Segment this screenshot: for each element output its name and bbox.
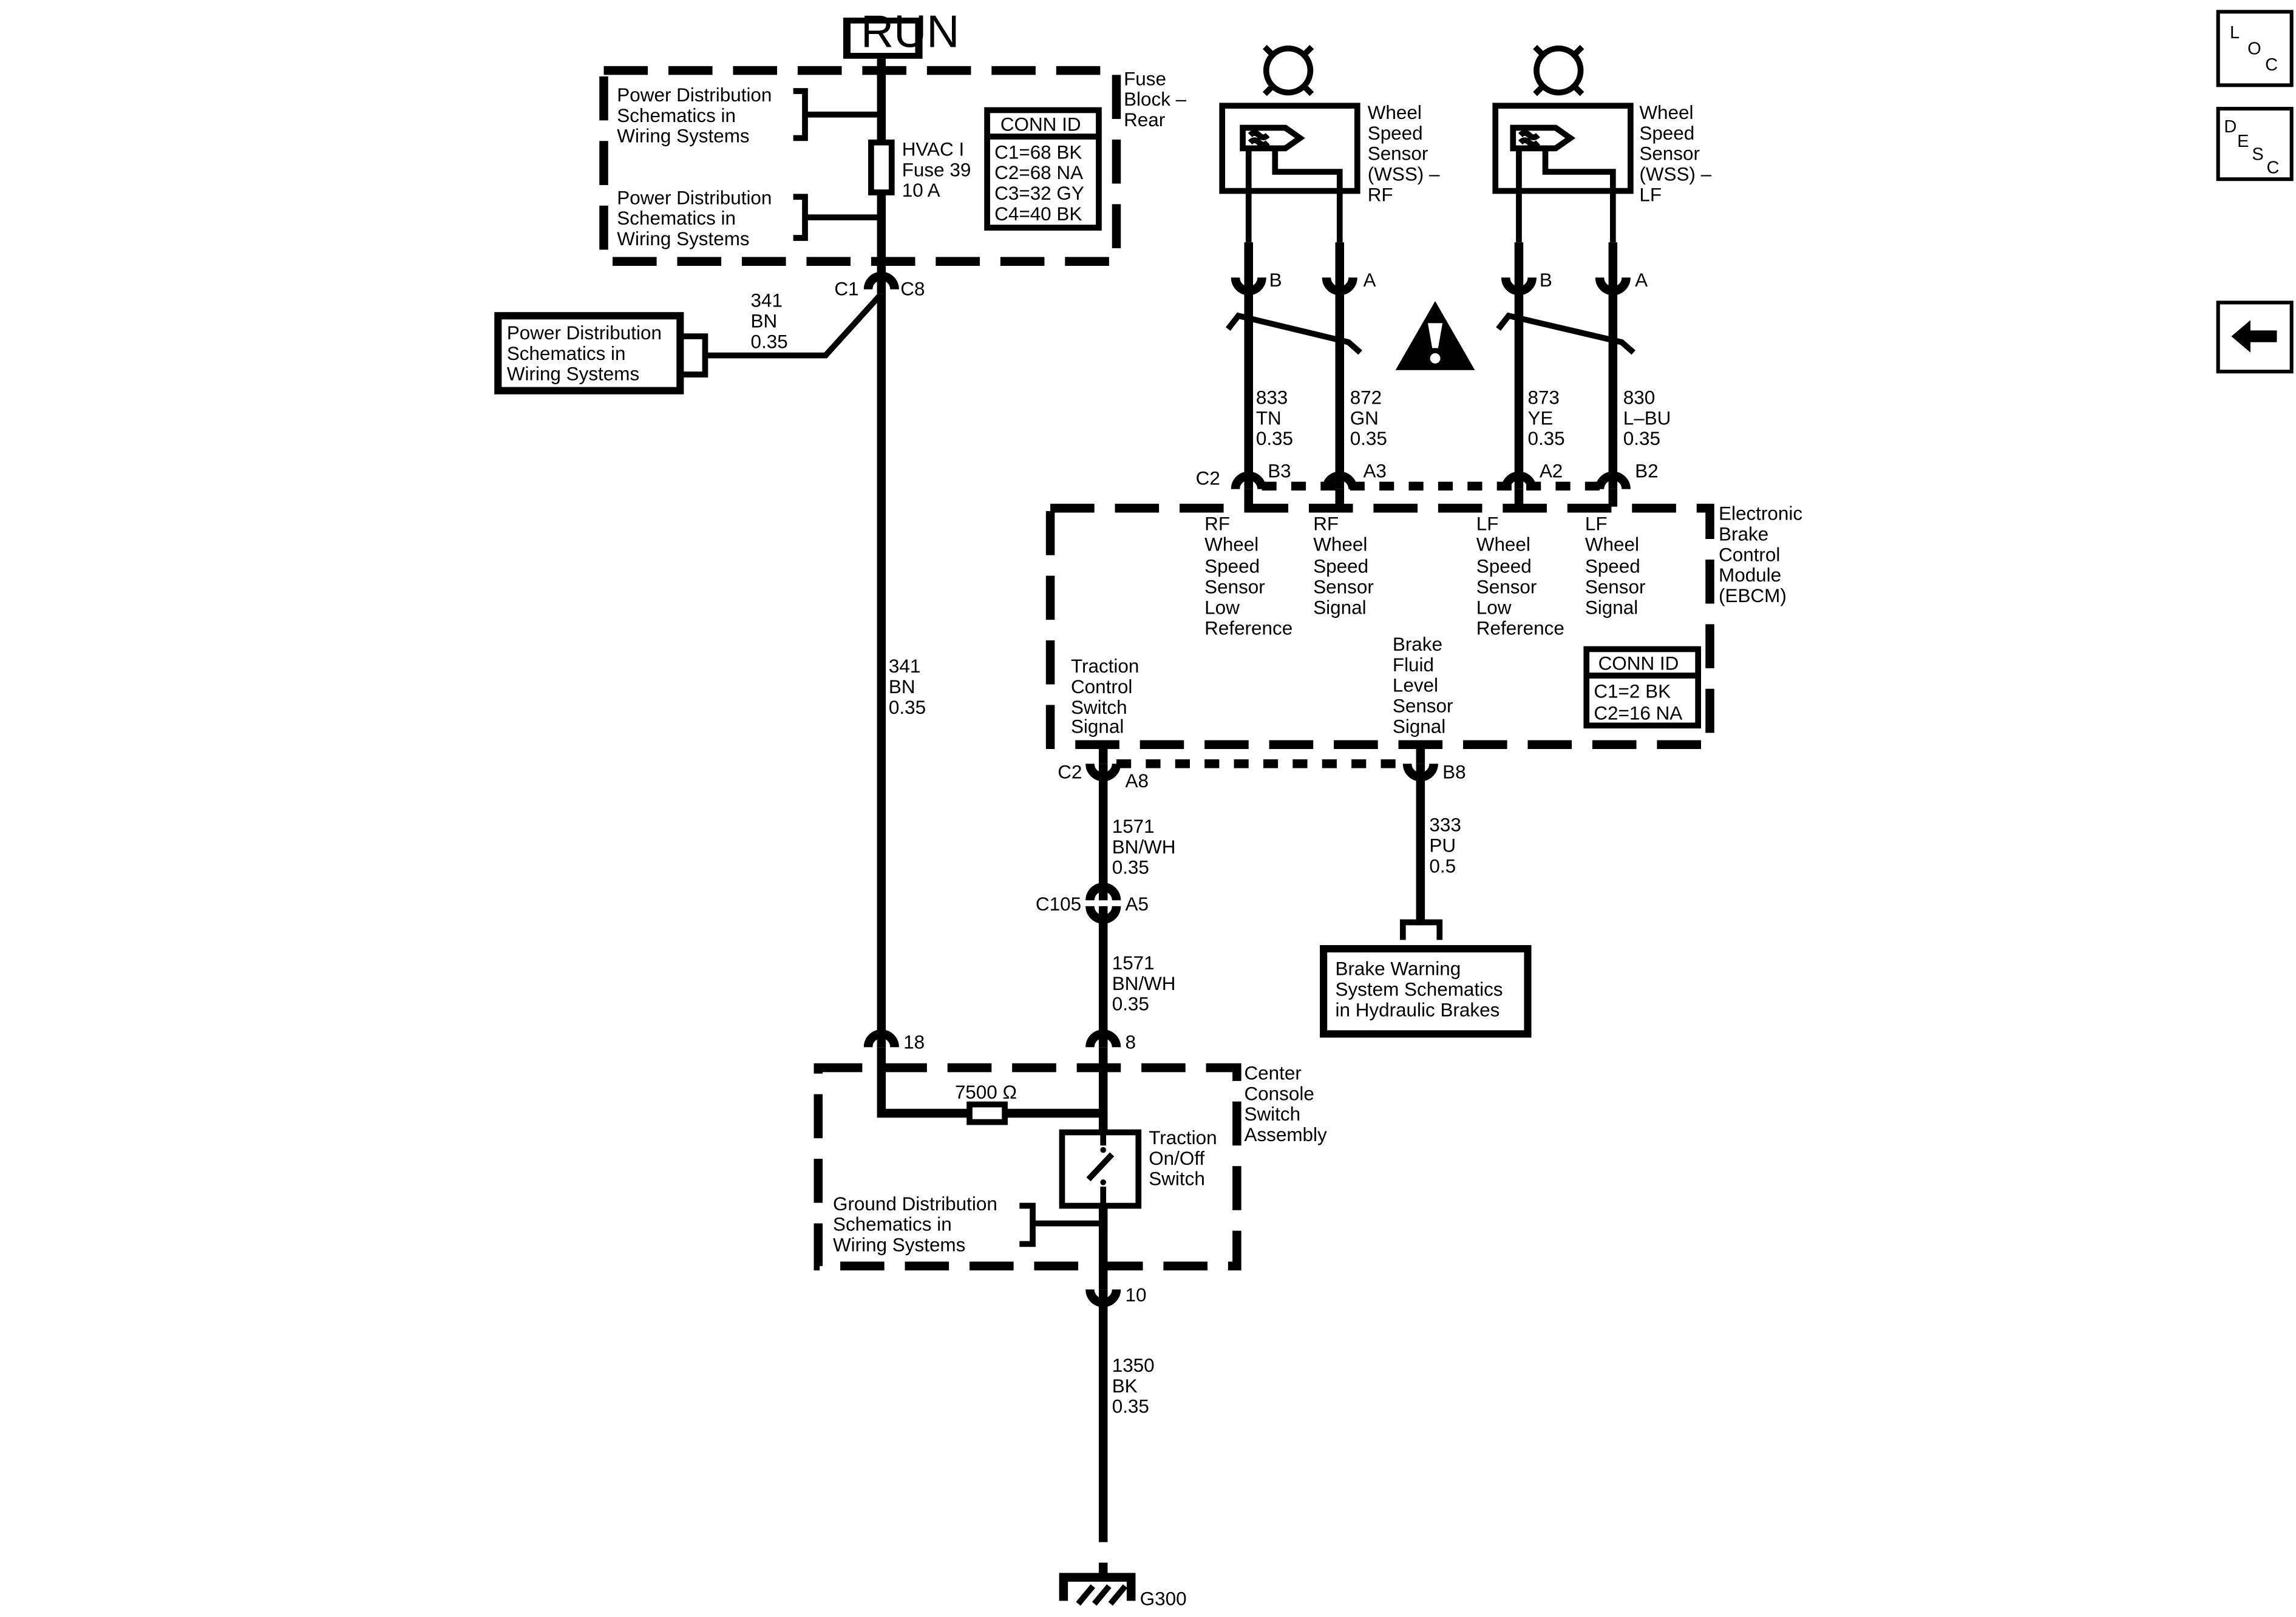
sensor-pins bbox=[1231, 242, 1631, 296]
location-button[interactable]: L O C bbox=[2216, 10, 2294, 87]
conn-id-row: C4=40 BK bbox=[994, 203, 1082, 225]
pin-label: A8 bbox=[1125, 770, 1148, 792]
description-button[interactable]: D E S C bbox=[2216, 107, 2294, 181]
wire-341-label-mid: 341 BN 0.35 bbox=[889, 656, 926, 718]
back-arrow-icon bbox=[2231, 320, 2277, 353]
ebcm-rf-signal: RF Wheel Speed Sensor Signal bbox=[1313, 513, 1379, 618]
conn-id-header: CONN ID bbox=[1598, 653, 1679, 674]
wire-333-label: 333 PU 0.5 bbox=[1429, 815, 1466, 877]
pin-label: B bbox=[1269, 270, 1282, 291]
fuse-39 bbox=[868, 139, 895, 195]
center-console-title: Center Console Switch Assembly bbox=[1244, 1062, 1327, 1145]
ebcm-title: Electronic Brake Control Module (EBCM) bbox=[1719, 503, 1808, 606]
power-dist-ref-2[interactable]: Power Distribution Schematics in Wiring … bbox=[617, 187, 777, 249]
pin-label: A2 bbox=[1540, 460, 1563, 481]
console-input-pins bbox=[863, 1029, 1121, 1048]
wire-830-label: 830 L–BU 0.35 bbox=[1623, 387, 1676, 449]
pin-label: 18 bbox=[903, 1032, 925, 1053]
brake-warning-ref[interactable] bbox=[1320, 945, 1532, 1038]
connector-label: C8 bbox=[900, 278, 925, 299]
back-button[interactable] bbox=[2216, 300, 2294, 374]
connector-label: C1 bbox=[834, 278, 858, 299]
wire-873-label: 873 YE 0.35 bbox=[1527, 387, 1564, 449]
conn-id-row: C3=32 GY bbox=[994, 183, 1084, 204]
pin-label: A5 bbox=[1125, 893, 1148, 915]
connector-label: C2 bbox=[1058, 761, 1082, 782]
pin-label: B8 bbox=[1442, 761, 1466, 782]
conn-id-row: C2=68 NA bbox=[994, 162, 1083, 183]
ebcm-outline bbox=[1045, 503, 1714, 750]
run-label: RUN bbox=[861, 5, 960, 56]
ebcm-rf-low-ref: RF Wheel Speed Sensor Low Reference bbox=[1204, 513, 1292, 639]
connector-label: C105 bbox=[1036, 893, 1081, 915]
pin-label: B bbox=[1540, 270, 1552, 291]
brake-warning-label: Brake Warning System Schematics in Hydra… bbox=[1336, 958, 1509, 1021]
lf-wheel-speed-sensor bbox=[1492, 45, 1634, 243]
conn-id-row: C2=16 NA bbox=[1594, 703, 1682, 724]
wire-872-label: 872 GN 0.35 bbox=[1350, 387, 1387, 449]
pin-label: 8 bbox=[1125, 1032, 1135, 1053]
run-label-box: RUN bbox=[843, 5, 960, 59]
pin-label: A bbox=[1363, 270, 1376, 291]
pin-label: B3 bbox=[1268, 460, 1291, 481]
ground-label: G300 bbox=[1140, 1588, 1187, 1610]
twisted-pair-lf bbox=[1496, 312, 1635, 355]
loc-letter: L bbox=[2230, 23, 2240, 42]
ebcm-lf-signal: LF Wheel Speed Sensor Signal bbox=[1585, 513, 1651, 618]
desc-letter: D bbox=[2224, 117, 2237, 137]
ebcm-conn-id-table: CONN ID C1=2 BK C2=16 NA bbox=[1583, 646, 1701, 729]
pin-label: B2 bbox=[1635, 460, 1658, 481]
connector-label: C2 bbox=[1196, 467, 1220, 489]
desc-letter: S bbox=[2252, 145, 2263, 164]
fuse-block-title: Fuse Block – Rear bbox=[1124, 68, 1192, 131]
desc-letter: E bbox=[2237, 132, 2249, 151]
rf-sensor-label: Wheel Speed Sensor (WSS) – RF bbox=[1368, 102, 1445, 205]
fuse-block-conn-id-table: CONN ID C1=68 BK C2=68 NA C3=32 GY C4=40… bbox=[984, 107, 1102, 231]
wire-341-label-top: 341 BN 0.35 bbox=[750, 290, 787, 353]
wire-1571-label-upper: 1571 BN/WH 0.35 bbox=[1112, 816, 1181, 878]
caution-icon bbox=[1395, 301, 1475, 370]
power-dist-ref-3-label: Power Distribution Schematics in Wiring … bbox=[507, 322, 667, 385]
ground-g300-icon bbox=[1059, 1573, 1136, 1606]
fuse-label: HVAC I Fuse 39 10 A bbox=[902, 138, 976, 201]
resistor-label: 7500 Ω bbox=[955, 1082, 1017, 1103]
ebcm-c2-top-connector bbox=[1231, 471, 1631, 507]
loc-letter: O bbox=[2247, 39, 2261, 59]
ground-dist-ref[interactable]: Ground Distribution Schematics in Wiring… bbox=[833, 1193, 1003, 1256]
power-dist-ref-3[interactable] bbox=[494, 312, 684, 395]
conn-id-header: CONN ID bbox=[1000, 114, 1081, 135]
pin-label: 10 bbox=[1125, 1284, 1146, 1306]
power-dist-ref-1[interactable]: Power Distribution Schematics in Wiring … bbox=[617, 84, 777, 147]
ebcm-traction-signal: Traction Control Switch Signal bbox=[1071, 656, 1144, 737]
wire-833-label: 833 TN 0.35 bbox=[1256, 387, 1293, 449]
ebcm-lf-low-ref: LF Wheel Speed Sensor Low Reference bbox=[1476, 513, 1564, 639]
lf-sensor-label: Wheel Speed Sensor (WSS) – LF bbox=[1639, 102, 1717, 205]
wire-1571-label-lower: 1571 BN/WH 0.35 bbox=[1112, 952, 1181, 1015]
resistor-7500 bbox=[966, 1101, 1008, 1125]
traction-switch-label: Traction On/Off Switch bbox=[1149, 1127, 1222, 1190]
rf-wheel-speed-sensor bbox=[1219, 45, 1360, 243]
wire-1350-label: 1350 BK 0.35 bbox=[1112, 1355, 1160, 1417]
loc-letter: C bbox=[2265, 55, 2278, 75]
desc-letter: C bbox=[2267, 158, 2280, 178]
fuse-block-outline bbox=[599, 66, 1121, 266]
ebcm-brake-fluid-signal: Brake Fluid Level Sensor Signal bbox=[1393, 634, 1458, 737]
pin-label: A bbox=[1635, 270, 1648, 291]
conn-id-row: C1=68 BK bbox=[994, 141, 1082, 163]
pin-label: A3 bbox=[1363, 460, 1386, 481]
twisted-pair-rf bbox=[1226, 312, 1362, 355]
conn-id-row: C1=2 BK bbox=[1594, 680, 1671, 702]
center-console-outline bbox=[813, 1063, 1241, 1270]
